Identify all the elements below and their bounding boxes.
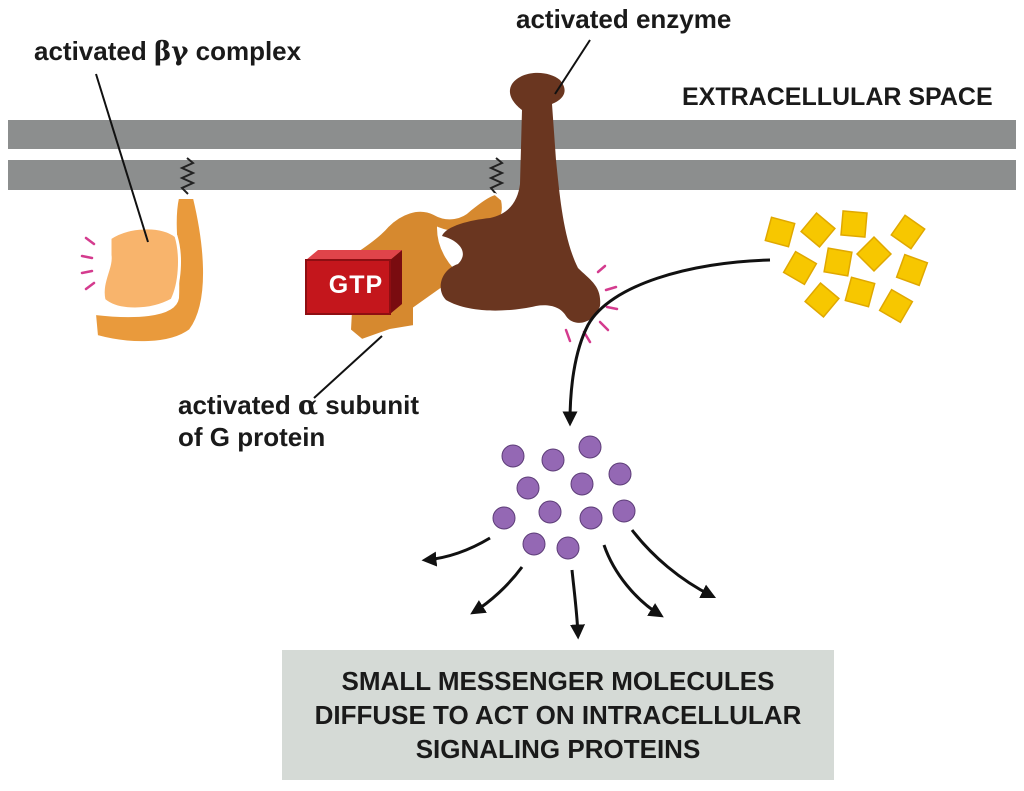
messenger-molecule — [578, 435, 602, 459]
substrate-molecule — [800, 212, 836, 248]
substrate-molecule — [840, 210, 868, 238]
enzyme-body — [440, 72, 601, 323]
messenger-molecule — [538, 500, 562, 524]
substrate-molecule — [895, 253, 929, 287]
diffusion-arrows — [421, 529, 717, 640]
lipid-anchor-beta-gamma — [179, 157, 196, 195]
plasma-membrane — [8, 120, 1016, 190]
label-beta-gamma-complex: activated βγ complex — [34, 36, 301, 68]
messenger-molecule — [501, 444, 525, 468]
substrate-molecule — [844, 276, 876, 308]
membrane-outer-leaflet — [8, 120, 1016, 149]
outcome-box: SMALL MESSENGER MOLECULES DIFFUSE TO ACT… — [282, 650, 834, 780]
messenger-molecule — [579, 506, 603, 530]
activated-enzyme — [440, 72, 619, 344]
leader-beta-gamma — [95, 73, 149, 243]
substrate-molecule — [890, 214, 926, 250]
beta-subunit-body — [101, 226, 181, 311]
substrate-molecule — [782, 250, 818, 286]
gtp-box — [305, 250, 402, 315]
label-alpha-line1: activated α subunit — [178, 390, 419, 422]
substrate-molecule — [804, 282, 840, 318]
label-activated-enzyme: activated enzyme — [516, 4, 732, 34]
conversion-arrow — [562, 258, 771, 427]
messenger-molecule — [541, 448, 565, 472]
enzyme-activation-ticks — [564, 264, 619, 344]
beta-gamma-complex — [80, 197, 205, 344]
diffusion-arrow — [630, 529, 717, 599]
outcome-text: SMALL MESSENGER MOLECULES DIFFUSE TO ACT… — [314, 666, 802, 764]
label-beta-gamma-suffix: complex — [188, 36, 302, 66]
substrate-molecule — [855, 235, 893, 273]
messenger-molecules — [492, 435, 636, 560]
messenger-molecule — [612, 499, 636, 523]
substrate-molecule — [764, 216, 796, 248]
label-alpha-subunit: activated α subunit of G protein — [178, 390, 419, 453]
lipid-anchor-alpha — [488, 157, 505, 195]
gtp-label: GTP — [328, 271, 384, 299]
messenger-molecule — [556, 536, 580, 560]
label-alpha-suffix: subunit — [317, 390, 420, 420]
messenger-molecule — [516, 476, 540, 500]
messenger-molecule — [492, 506, 516, 530]
messenger-molecule — [522, 532, 546, 556]
substrate-molecules — [764, 210, 929, 324]
diffusion-arrow — [602, 544, 664, 618]
messenger-molecule — [608, 462, 632, 486]
label-alpha-line2: of G protein — [178, 422, 326, 452]
beta-gamma-activation-ticks — [80, 236, 96, 291]
leader-alpha — [313, 335, 383, 399]
membrane-inner-leaflet — [8, 160, 1016, 190]
substrate-molecule — [878, 288, 914, 324]
diffusion-arrow — [421, 536, 491, 567]
beta-gamma-symbol: βγ — [153, 37, 189, 67]
diffusion-arrow — [470, 566, 524, 615]
substrate-molecule — [823, 247, 853, 277]
messenger-molecule — [570, 472, 594, 496]
label-extracellular-space: EXTRACELLULAR SPACE — [682, 83, 993, 111]
label-beta-gamma-prefix: activated — [34, 36, 154, 66]
leader-enzyme — [554, 39, 591, 95]
label-alpha-prefix: activated — [178, 390, 298, 420]
alpha-symbol: α — [297, 391, 318, 421]
diffusion-arrow — [570, 569, 586, 640]
